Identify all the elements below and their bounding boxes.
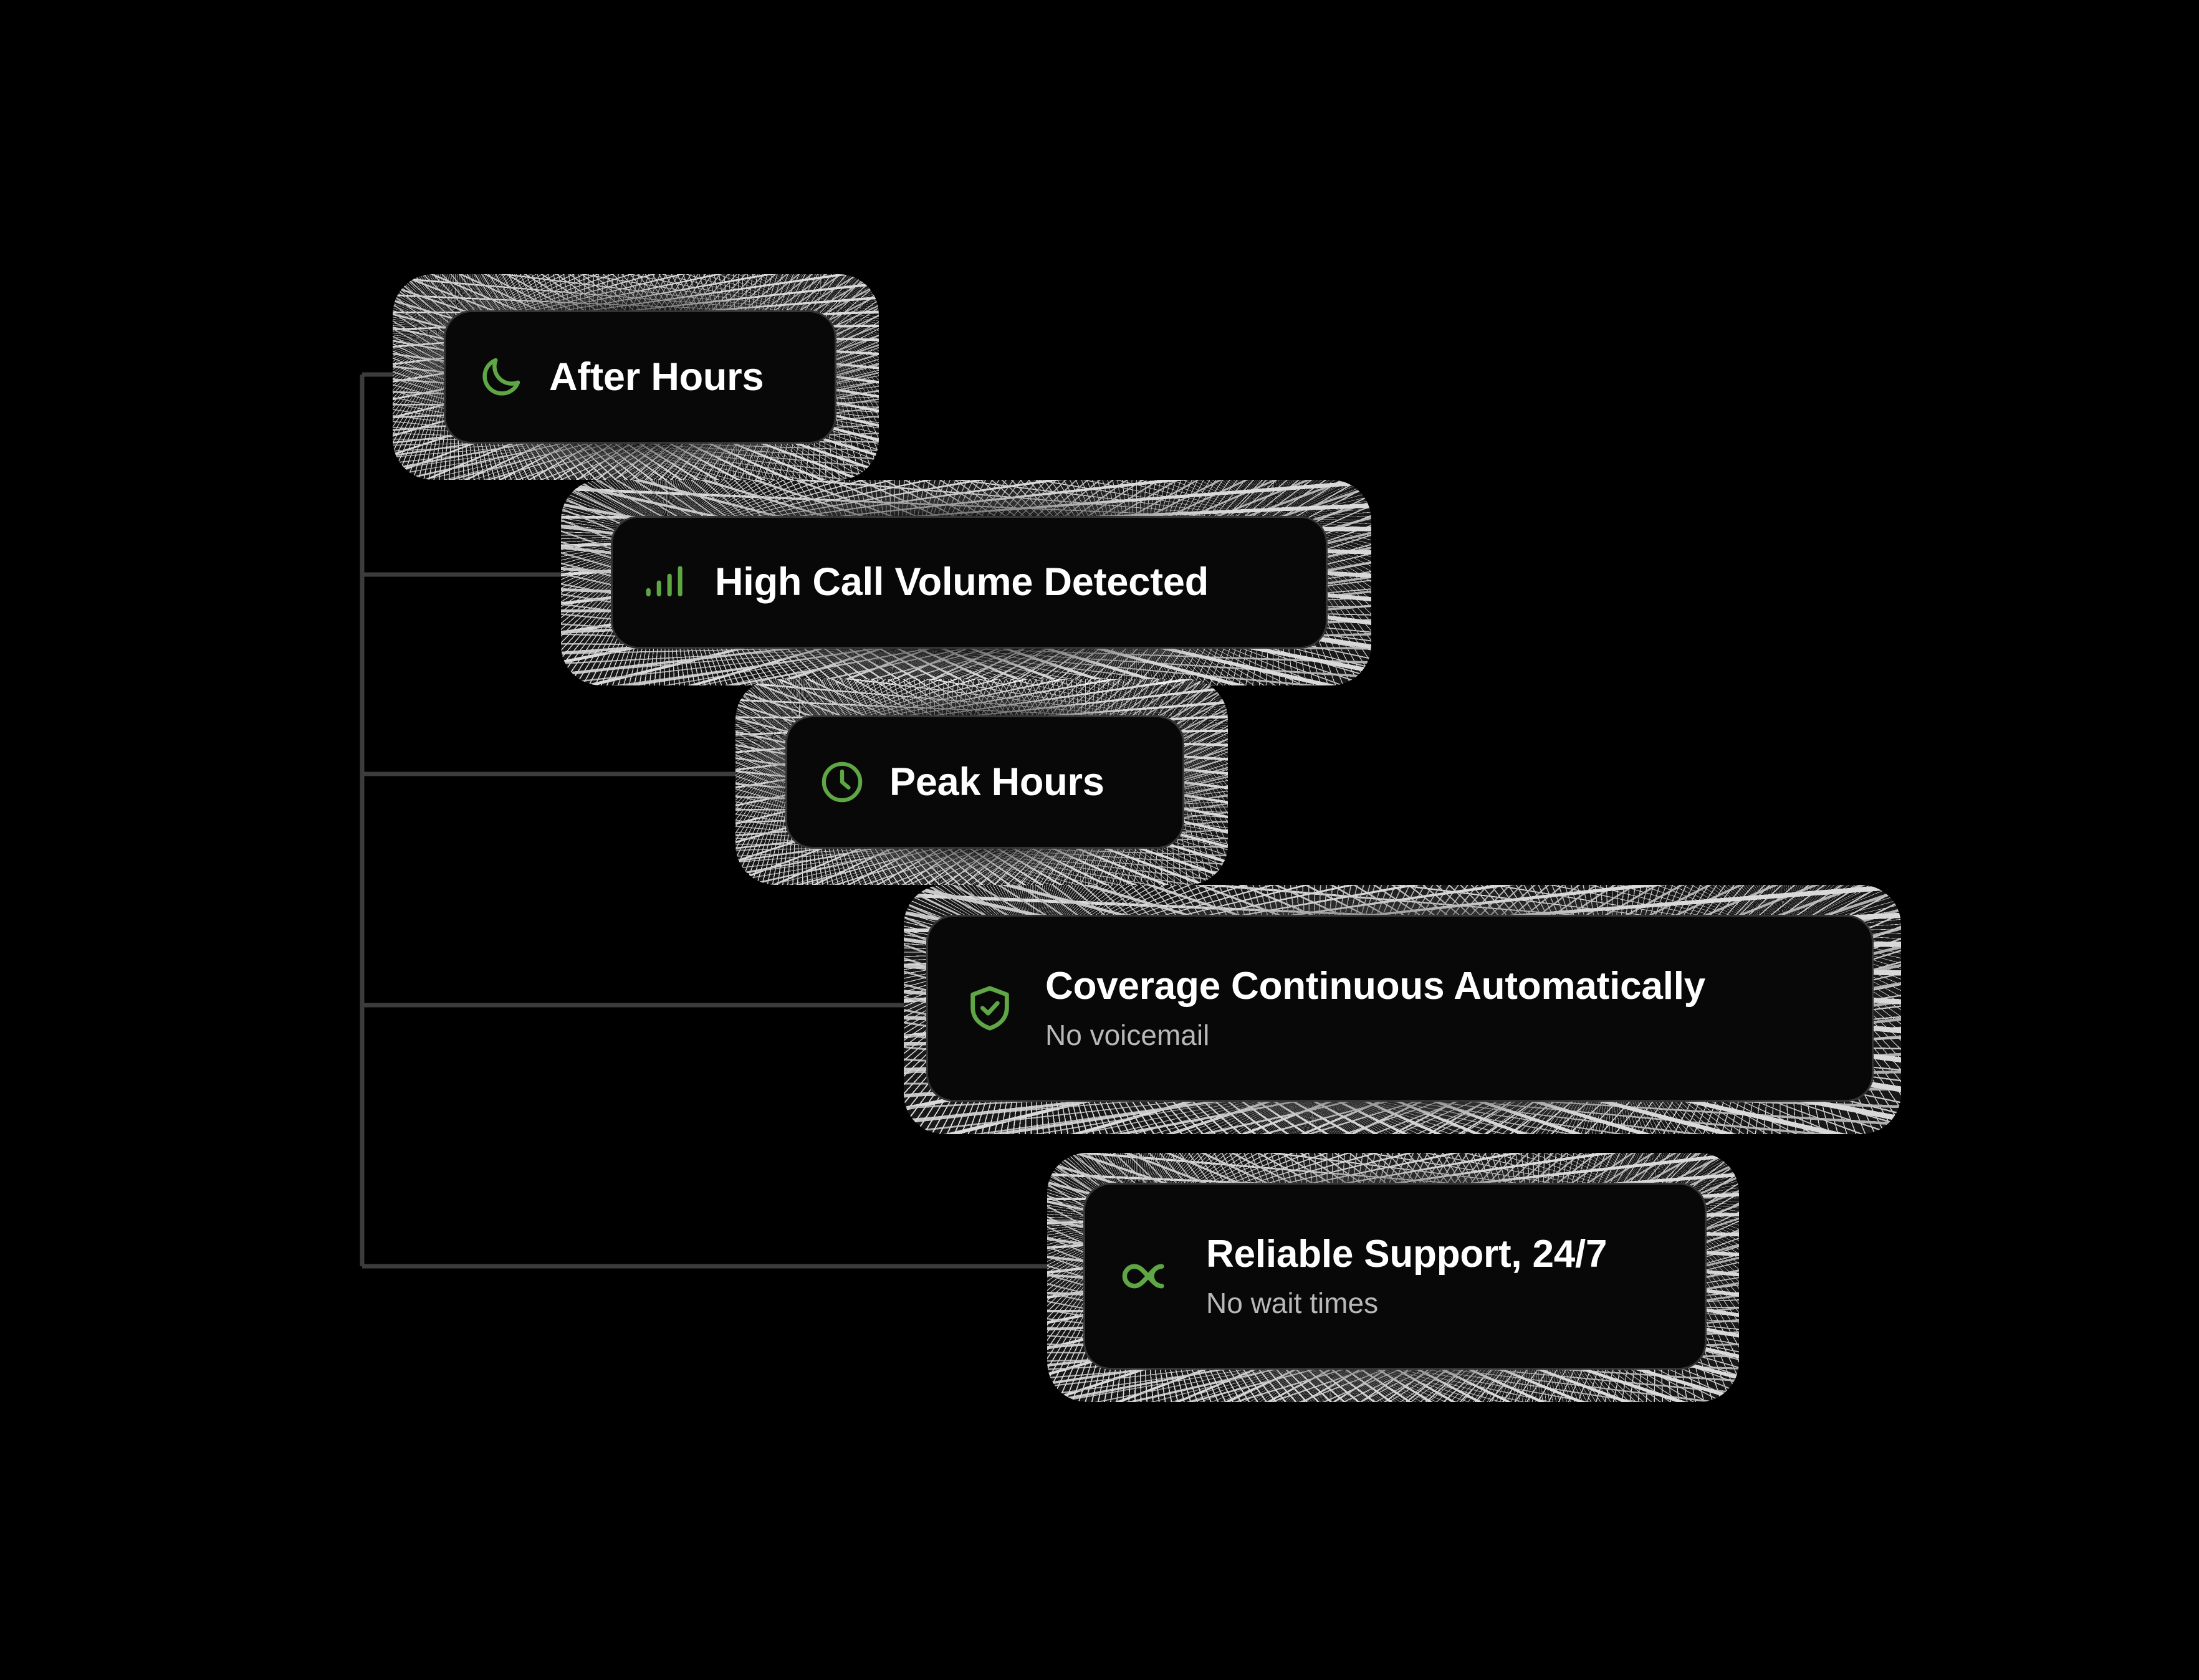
card-body[interactable]: Coverage Continuous Automatically No voi… <box>926 915 1874 1102</box>
card-title: After Hours <box>549 355 764 399</box>
card-text: High Call Volume Detected <box>715 561 1209 603</box>
card-title: High Call Volume Detected <box>715 560 1209 604</box>
card-body[interactable]: After Hours <box>444 310 836 444</box>
card-title: Reliable Support, 24/7 <box>1206 1232 1607 1276</box>
signal-bars-icon <box>643 560 689 606</box>
card-text: Reliable Support, 24/7 No wait times <box>1206 1234 1607 1319</box>
moon-icon <box>477 353 525 401</box>
clock-icon <box>818 758 866 806</box>
card-body[interactable]: Peak Hours <box>785 715 1184 849</box>
card-subtitle: No wait times <box>1206 1287 1379 1320</box>
card-title: Coverage Continuous Automatically <box>1045 964 1706 1008</box>
card-body[interactable]: Reliable Support, 24/7 No wait times <box>1083 1183 1707 1370</box>
card-text: Peak Hours <box>889 761 1104 803</box>
card-text: After Hours <box>549 356 764 398</box>
shield-check-icon <box>964 983 1015 1034</box>
card-text: Coverage Continuous Automatically No voi… <box>1045 966 1705 1051</box>
card-subtitle: No voicemail <box>1045 1019 1210 1052</box>
card-body[interactable]: High Call Volume Detected <box>611 516 1328 649</box>
card-title: Peak Hours <box>889 760 1104 804</box>
infinity-icon <box>1121 1249 1175 1303</box>
